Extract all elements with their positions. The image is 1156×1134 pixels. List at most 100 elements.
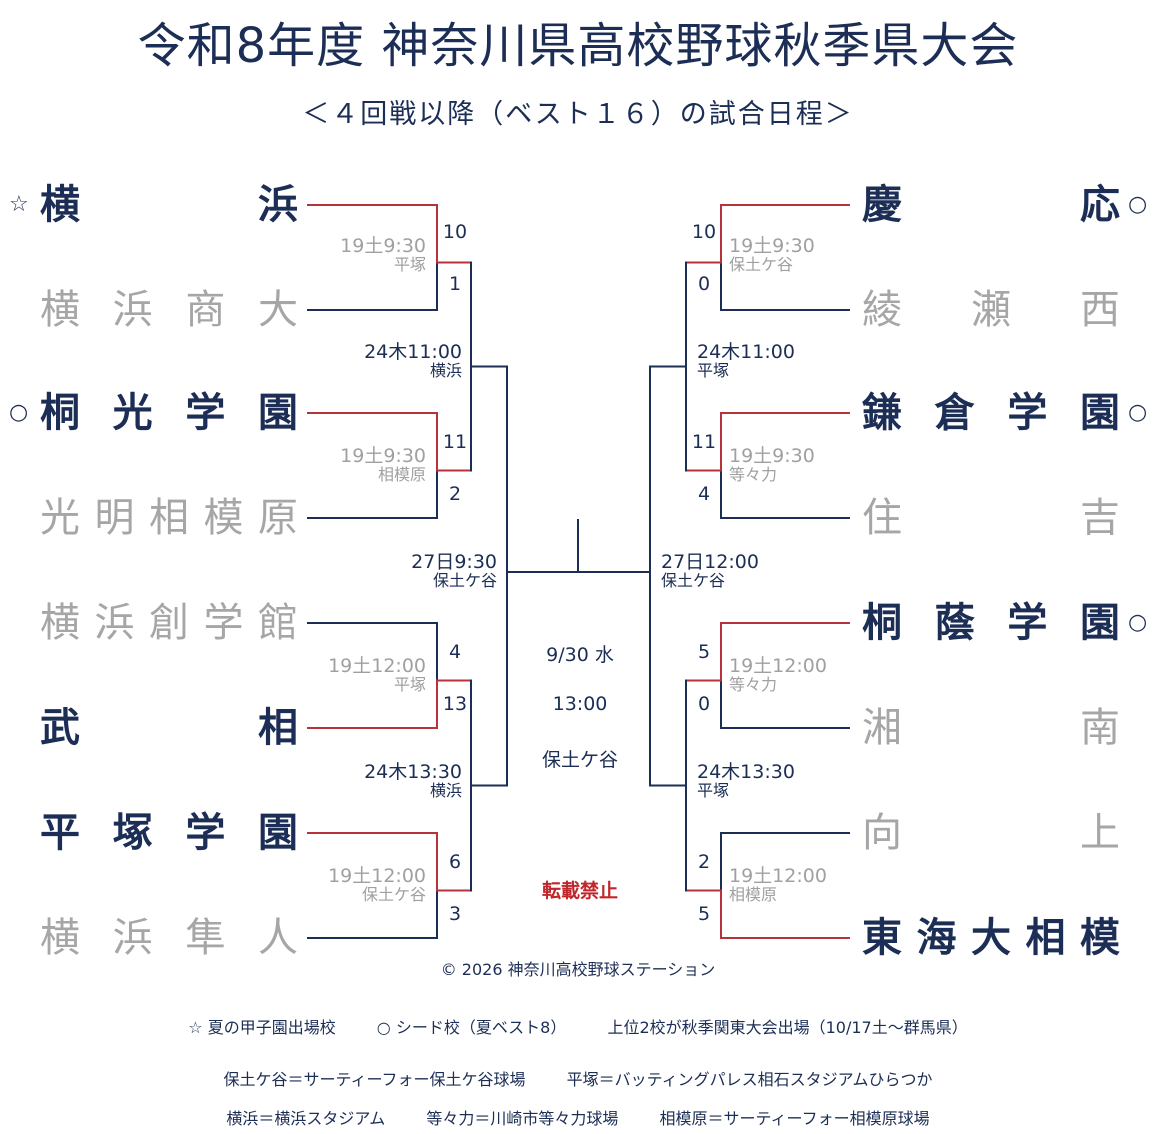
- schedule-time: 24木13:30: [364, 761, 462, 783]
- left-team-5: 武相: [40, 702, 298, 754]
- team-name-char: 向: [862, 810, 902, 856]
- team-name-char: 西: [1080, 287, 1120, 333]
- team-name-char: 瀬: [971, 287, 1011, 333]
- team-name-char: 相: [149, 495, 189, 541]
- legend-line-2: 保土ケ谷＝サーティーフォー保土ケ谷球場 平塚＝バッティングパレス相石スタジアムひ…: [0, 1066, 1156, 1090]
- schedule-venue: 平塚: [697, 781, 730, 800]
- team-name-char: 明: [94, 495, 135, 541]
- team-name-char: 吉: [1080, 495, 1120, 541]
- team-name-char: 園: [1079, 600, 1120, 646]
- team-name-char: 学: [203, 600, 244, 646]
- team-name-char: 浜: [112, 915, 153, 961]
- right-team-4: 桐蔭学園: [862, 597, 1120, 649]
- no-reprint-notice: 転載禁止: [541, 880, 618, 902]
- left-team-4: 横浜創学館: [40, 597, 298, 649]
- left-score-1: 1: [448, 273, 462, 295]
- left-score-5: 13: [442, 693, 468, 715]
- summer-koshien-star-icon: ☆: [9, 192, 29, 217]
- final-venue: 保土ケ谷: [541, 749, 618, 771]
- schedule-time: 19土12:00: [328, 655, 426, 677]
- team-name-char: 模: [1080, 915, 1120, 961]
- team-name-char: 綾: [862, 287, 902, 333]
- team-name-char: 湘: [862, 705, 902, 751]
- team-name-char: 学: [185, 810, 226, 856]
- team-name-char: 原: [258, 495, 298, 541]
- legend-venue-todoroki: 等々力＝川崎市等々力球場: [426, 1109, 619, 1128]
- seed-circle-icon: ○: [1128, 400, 1148, 425]
- team-name-char: 学: [185, 390, 226, 436]
- schedule-venue: 相模原: [729, 885, 778, 904]
- team-name-char: 平: [40, 810, 80, 856]
- team-name-char: 光: [40, 495, 80, 541]
- team-name-char: 商: [185, 287, 226, 333]
- seed-circle-icon: ○: [9, 400, 29, 425]
- legend-summer-koshien: ☆ 夏の甲子園出場校: [188, 1018, 336, 1037]
- left-score-6: 6: [448, 851, 462, 873]
- schedule-venue: 横浜: [429, 361, 462, 380]
- team-name-char: 応: [1080, 182, 1120, 228]
- right-score-4: 5: [697, 641, 711, 663]
- right-score-1: 0: [697, 273, 711, 295]
- team-name-char: 学: [1007, 390, 1048, 436]
- schedule-time: 24木11:00: [364, 341, 462, 363]
- team-name-char: 蔭: [934, 600, 975, 646]
- right-score-7: 5: [697, 903, 711, 925]
- right-score-0: 10: [691, 221, 717, 243]
- left-score-3: 2: [448, 483, 462, 505]
- right-team-1: 綾瀬西: [862, 284, 1120, 336]
- team-name-char: 相: [1025, 915, 1066, 961]
- team-name-char: 模: [203, 495, 244, 541]
- left-team-1: 横浜商大: [40, 284, 298, 336]
- schedule-venue: 平塚: [393, 255, 426, 274]
- team-name-char: 隼: [185, 915, 226, 961]
- team-name-char: 桐: [862, 600, 902, 646]
- schedule-time: 19土9:30: [340, 445, 426, 467]
- team-name-char: 倉: [934, 390, 975, 436]
- legend-venue-yokohama: 横浜＝横浜スタジアム: [226, 1109, 386, 1128]
- team-name-char: 園: [257, 810, 298, 856]
- team-name-char: 大: [257, 287, 298, 333]
- schedule-time: 19土9:30: [729, 235, 815, 257]
- legend-venue-hiratsuka: 平塚＝バッティングパレス相石スタジアムひらつか: [566, 1070, 933, 1089]
- team-name-char: 園: [257, 390, 298, 436]
- final-time: 13:00: [552, 693, 608, 715]
- schedule-venue: 保土ケ谷: [661, 571, 726, 590]
- legend-venue-hodogaya: 保土ケ谷＝サーティーフォー保土ケ谷球場: [223, 1070, 526, 1089]
- team-name-char: 住: [862, 495, 902, 541]
- team-name-char: 人: [257, 915, 298, 961]
- legend-seed: ○ シード校（夏ベスト8）: [376, 1018, 567, 1037]
- right-score-2: 11: [691, 431, 717, 453]
- schedule-venue: 平塚: [697, 361, 730, 380]
- schedule-venue: 横浜: [429, 781, 462, 800]
- team-name-char: 浜: [258, 182, 298, 228]
- team-name-char: 浜: [94, 600, 135, 646]
- page-title: 令和8年度 神奈川県高校野球秋季県大会: [137, 18, 1019, 74]
- legend-line-1: ☆ 夏の甲子園出場校 ○ シード校（夏ベスト8） 上位2校が秋季関東大会出場（1…: [0, 1014, 1156, 1038]
- team-name-char: 武: [40, 705, 80, 751]
- right-team-7: 東海大相模: [862, 912, 1120, 964]
- schedule-time: 19土9:30: [729, 445, 815, 467]
- schedule-time: 19土12:00: [328, 865, 426, 887]
- right-score-6: 2: [697, 851, 711, 873]
- team-name-char: 相: [258, 705, 298, 751]
- right-team-0: 慶応: [862, 179, 1120, 231]
- schedule-time: 24木13:30: [697, 761, 795, 783]
- team-name-char: 光: [112, 390, 153, 436]
- legend-kanto-qualify: 上位2校が秋季関東大会出場（10/17土～群馬県）: [607, 1018, 968, 1037]
- legend-line-3: 横浜＝横浜スタジアム 等々力＝川崎市等々力球場 相模原＝サーティーフォー相模原球…: [0, 1105, 1156, 1129]
- right-score-3: 4: [697, 483, 711, 505]
- team-name-char: 上: [1080, 810, 1120, 856]
- schedule-time: 24木11:00: [697, 341, 795, 363]
